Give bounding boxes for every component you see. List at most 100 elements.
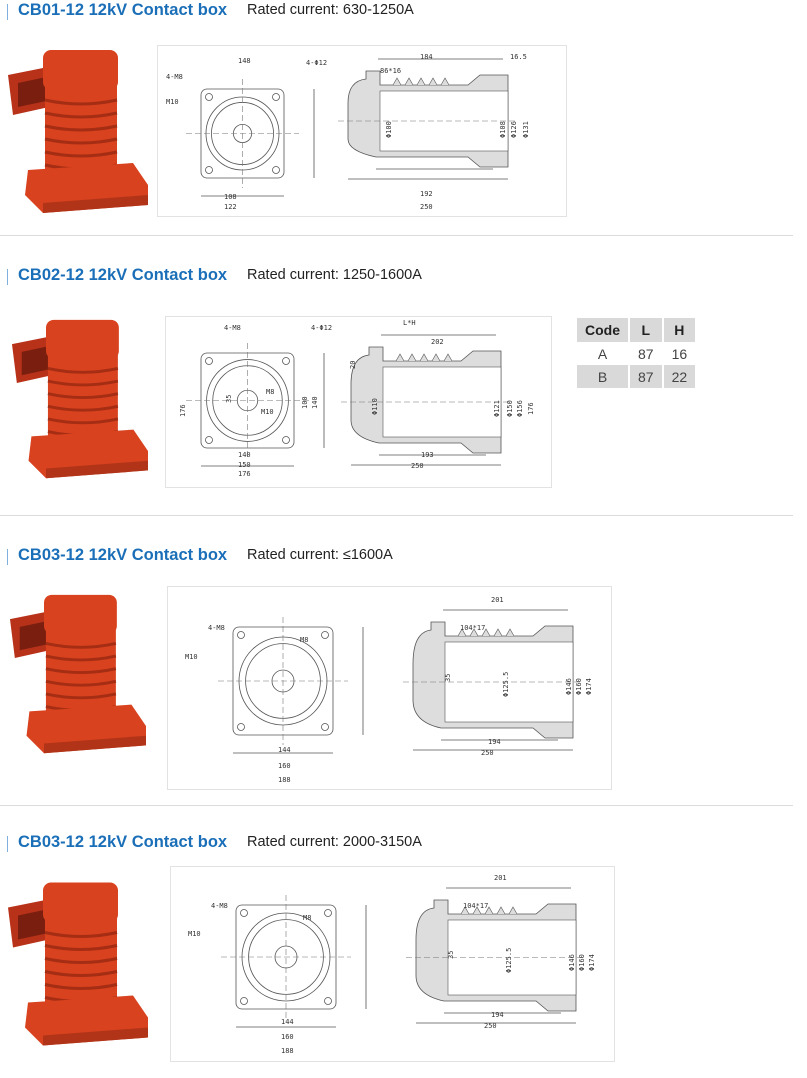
cell-code: A bbox=[597, 345, 608, 362]
product-rib bbox=[47, 379, 119, 387]
front-dimension-label: 160 bbox=[278, 762, 291, 770]
side-dimension-label: 194 bbox=[488, 738, 501, 746]
product-rib bbox=[47, 404, 119, 412]
side-dimension-label: 184 bbox=[420, 53, 433, 61]
front-dimension-label: 140 bbox=[311, 396, 319, 409]
cell-h: 22 bbox=[663, 365, 696, 388]
product-flange-edge bbox=[43, 195, 148, 213]
shed-rib bbox=[457, 628, 467, 637]
shed-rib bbox=[428, 77, 438, 86]
product-rib bbox=[45, 654, 117, 662]
product-photo bbox=[8, 882, 148, 1046]
bolt-hole bbox=[237, 631, 245, 639]
side-dimension-label: 202 bbox=[431, 338, 444, 346]
product-flange-edge bbox=[43, 1027, 148, 1046]
front-dimension-label: 4-Φ12 bbox=[311, 324, 333, 332]
product-image bbox=[3, 45, 153, 225]
bolt-hole bbox=[324, 909, 332, 917]
front-dimension-label: 35 bbox=[225, 394, 233, 403]
front-dimension-label: M10 bbox=[188, 930, 201, 938]
side-dimension-label: Φ110 bbox=[371, 398, 379, 415]
bolt-hole bbox=[205, 93, 213, 101]
table-row: B 87 22 bbox=[577, 365, 696, 388]
side-view-bore bbox=[379, 90, 509, 152]
product-rib bbox=[47, 417, 119, 425]
shed-rib bbox=[419, 353, 429, 362]
side-dimension-label: Φ121 bbox=[493, 400, 501, 417]
side-dimension-label: 250 bbox=[481, 749, 494, 757]
section-marker bbox=[7, 4, 8, 20]
product-top bbox=[43, 50, 118, 90]
front-dimension-label: M10 bbox=[261, 408, 274, 416]
front-dimension-label: 122 bbox=[224, 203, 237, 211]
bolt-hole bbox=[240, 997, 248, 1005]
side-dimension-label: Φ131 bbox=[522, 121, 530, 138]
side-dimension-label: Φ160 bbox=[578, 954, 586, 971]
header-l: L bbox=[630, 318, 662, 342]
product-rib bbox=[44, 983, 118, 990]
product-rib bbox=[47, 367, 119, 374]
rated-current: Rated current: 1250-1600A bbox=[247, 267, 422, 283]
front-dimension-label: 144 bbox=[281, 1018, 294, 1026]
side-dimension-label: 250 bbox=[420, 203, 433, 211]
product-top bbox=[44, 594, 117, 634]
side-dimension-label: 16.5 bbox=[510, 53, 527, 61]
product-image bbox=[3, 870, 153, 1065]
product-image bbox=[3, 590, 153, 765]
side-dimension-label: 193 bbox=[421, 451, 434, 459]
product-rib bbox=[44, 931, 118, 938]
product-title: CB01-12 12kV Contact box bbox=[18, 1, 228, 19]
shed-rib bbox=[505, 628, 515, 637]
product-duct-opening bbox=[18, 76, 51, 107]
side-dimension-label: Φ174 bbox=[588, 954, 596, 971]
side-dimension-label: Φ125.5 bbox=[502, 671, 510, 697]
code-table: Code L H A 87 16 B 87 22 bbox=[575, 318, 697, 388]
bolt-hole bbox=[282, 357, 290, 365]
drawing-lines bbox=[221, 887, 586, 1028]
side-dimension-label: 176 bbox=[527, 402, 535, 415]
product-rib bbox=[45, 642, 117, 649]
front-dimension-label: 148 bbox=[238, 57, 251, 65]
shed-rib bbox=[407, 353, 417, 362]
rated-current: Rated current: 630-1250A bbox=[247, 2, 414, 18]
front-dimension-label: 176 bbox=[179, 404, 187, 417]
front-dimension-label: M10 bbox=[185, 653, 198, 661]
drawing-lines bbox=[186, 58, 518, 197]
side-dimension-label: 201 bbox=[494, 874, 507, 882]
shed-rib bbox=[460, 906, 470, 915]
bolt-hole bbox=[205, 436, 213, 444]
side-dimension-label: Φ160 bbox=[575, 678, 583, 695]
side-dimension-label: 250 bbox=[411, 462, 424, 470]
product-rib bbox=[44, 98, 118, 106]
side-dimension-label: 192 bbox=[420, 190, 433, 198]
front-dimension-label: M10 bbox=[166, 98, 179, 106]
side-dimension-label: 104*17 bbox=[463, 902, 489, 910]
product-photo bbox=[10, 594, 147, 754]
shed-rib bbox=[431, 353, 441, 362]
product-title: CB03-12 12kV Contact box bbox=[18, 833, 228, 851]
drawing-lines bbox=[218, 609, 583, 754]
side-dimension-label: 20 bbox=[349, 360, 357, 369]
shed-rib bbox=[472, 906, 482, 915]
shed-rib bbox=[481, 628, 491, 637]
product-rib bbox=[44, 957, 118, 964]
header-code: Code bbox=[577, 318, 628, 342]
product-duct-opening bbox=[19, 620, 52, 651]
side-dimension-label: Φ156 bbox=[516, 400, 524, 417]
front-dimension-label: 4-M8 bbox=[166, 73, 183, 81]
front-dimension-label: 4-Φ12 bbox=[306, 59, 328, 67]
front-dimension-label: 188 bbox=[281, 1047, 294, 1055]
product-rib bbox=[44, 944, 118, 951]
side-dimension-label: L*H bbox=[403, 319, 416, 327]
front-dimension-label: 100 bbox=[301, 396, 309, 409]
product-flange-edge bbox=[46, 460, 148, 479]
side-dimension-label: Φ126 bbox=[510, 121, 518, 138]
header-h: H bbox=[663, 318, 696, 342]
side-dimension-label: Φ146 bbox=[568, 954, 576, 971]
bolt-hole bbox=[282, 436, 290, 444]
product-rib bbox=[47, 392, 119, 399]
bolt-hole bbox=[240, 909, 248, 917]
